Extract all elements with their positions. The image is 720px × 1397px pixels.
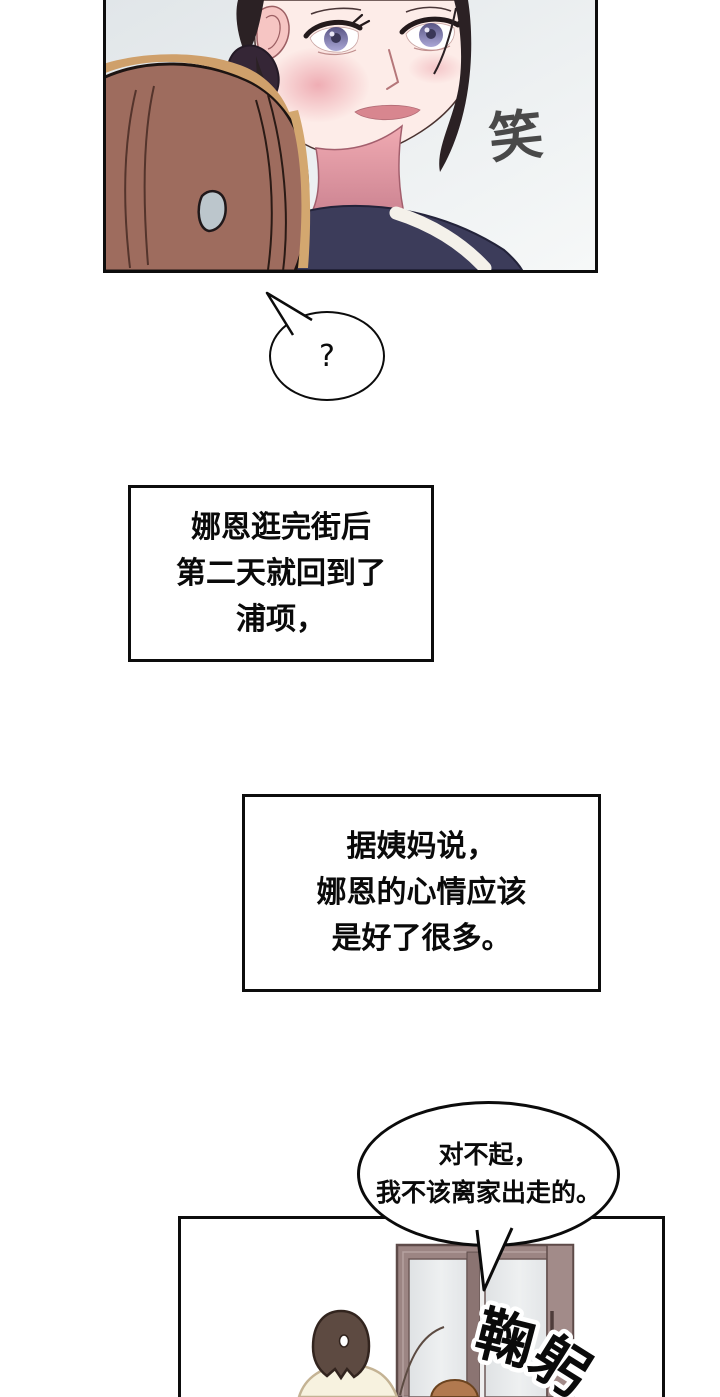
hair-clip: [197, 189, 227, 233]
door-gap: [480, 1252, 485, 1397]
caption-box-1: 娜恩逛完街后 第二天就回到了 浦项，: [128, 485, 434, 662]
caption-2-line-3: 是好了很多。: [331, 921, 512, 956]
door-frame: [395, 1243, 575, 1397]
woman-ear-inner: [265, 15, 281, 50]
panel-top: 笑: [103, 0, 598, 273]
speech-bubble-apology-tail: [475, 1227, 514, 1292]
foreground-head: [106, 54, 311, 270]
sfx-laugh: 笑: [486, 102, 546, 170]
caption-1-line-3: 浦项，: [236, 601, 326, 637]
question-text: ?: [319, 338, 335, 374]
caption-2-line-1: 据姨妈说，: [346, 829, 497, 864]
caption-box-2: 据姨妈说， 娜恩的心情应该 是好了很多。: [242, 794, 601, 992]
caption-1-line-2: 第二天就回到了: [176, 555, 386, 591]
caption-2-line-2: 娜恩的心情应该: [316, 875, 527, 910]
woman-eye-right: [399, 15, 468, 52]
panel-top-art: 笑: [106, 0, 595, 270]
plant-stem: [399, 1326, 445, 1396]
speech-bubble-question-tail: [265, 291, 313, 336]
woman-top-strap: [389, 206, 492, 270]
woman-hair-wisp: [433, 7, 457, 75]
woman-lips: [354, 104, 421, 121]
woman-hair-left: [236, 0, 264, 56]
woman-eye-left: [303, 13, 371, 56]
boy-character: [297, 1309, 399, 1397]
speech-bubble-apology: 对不起， 我不该离家出走的。: [357, 1101, 620, 1247]
foreground-hair-lines-left: [124, 85, 155, 269]
woman-nose: [386, 49, 400, 90]
caption-1-line-1: 娜恩逛完街后: [191, 509, 371, 545]
door-glass-left: [408, 1258, 468, 1397]
foreground-hair-rim: [106, 54, 292, 120]
apology-line-1: 对不起，: [438, 1140, 539, 1169]
panel-bottom-art: 鞠 躬: [297, 1243, 608, 1397]
second-head: [429, 1378, 480, 1397]
panel-bottom: 鞠 躬: [178, 1216, 665, 1397]
woman-eyebrow-left: [310, 7, 362, 15]
boy-hair-whorl: [338, 1334, 350, 1348]
foreground-hair-streak: [289, 110, 311, 268]
foreground-hair-lines-right: [255, 94, 287, 270]
apology-line-2: 我不该离家出走的。: [375, 1178, 601, 1207]
woman-ear: [256, 5, 290, 61]
woman-cheek-blush-right: [408, 52, 464, 84]
door-glass-right: [484, 1258, 548, 1397]
woman-cheek-blush: [266, 47, 370, 123]
woman-hair-right: [439, 0, 472, 172]
woman-eyebrow-right: [405, 6, 452, 13]
